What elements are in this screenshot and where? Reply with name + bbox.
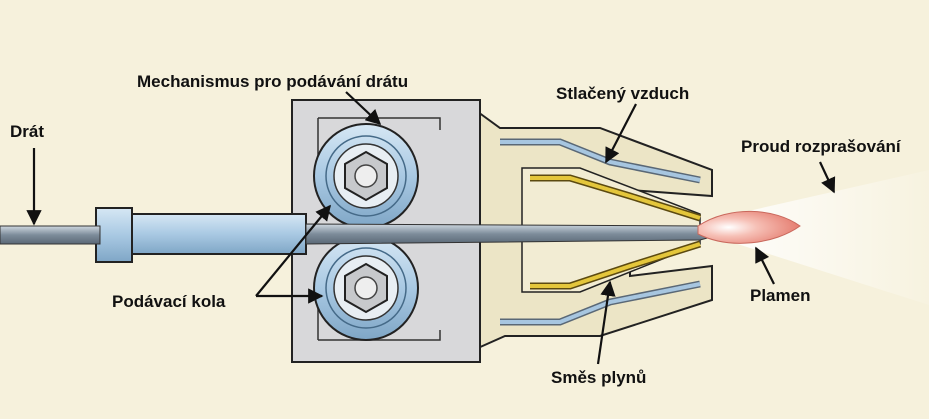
arrow-spray-stream: [819, 161, 836, 194]
arrow-flame: [755, 246, 775, 285]
label-feed-mechanism: Mechanismus pro podávání drátu: [137, 72, 409, 91]
label-flame: Plamen: [750, 286, 811, 305]
arrow-feed-mechanism: [345, 91, 382, 126]
spray-stream: [700, 170, 929, 305]
arrow-compressed-air: [605, 103, 637, 164]
label-wire: Drát: [10, 122, 45, 141]
label-feed-rollers: Podávací kola: [112, 292, 226, 311]
label-gas-mixture: Směs plynů: [551, 368, 647, 387]
label-spray-stream: Proud rozprašování: [741, 137, 901, 156]
arrow-gas-mixture: [596, 280, 616, 365]
feed-roller-top: [313, 123, 419, 229]
leader-arrows: [26, 91, 836, 365]
arrow-roller-top: [255, 204, 331, 297]
feed-roller-bottom: [313, 235, 419, 341]
flame: [697, 210, 801, 244]
wire-guide-tube: [95, 207, 307, 263]
label-compressed-air: Stlačený vzduch: [556, 84, 690, 103]
